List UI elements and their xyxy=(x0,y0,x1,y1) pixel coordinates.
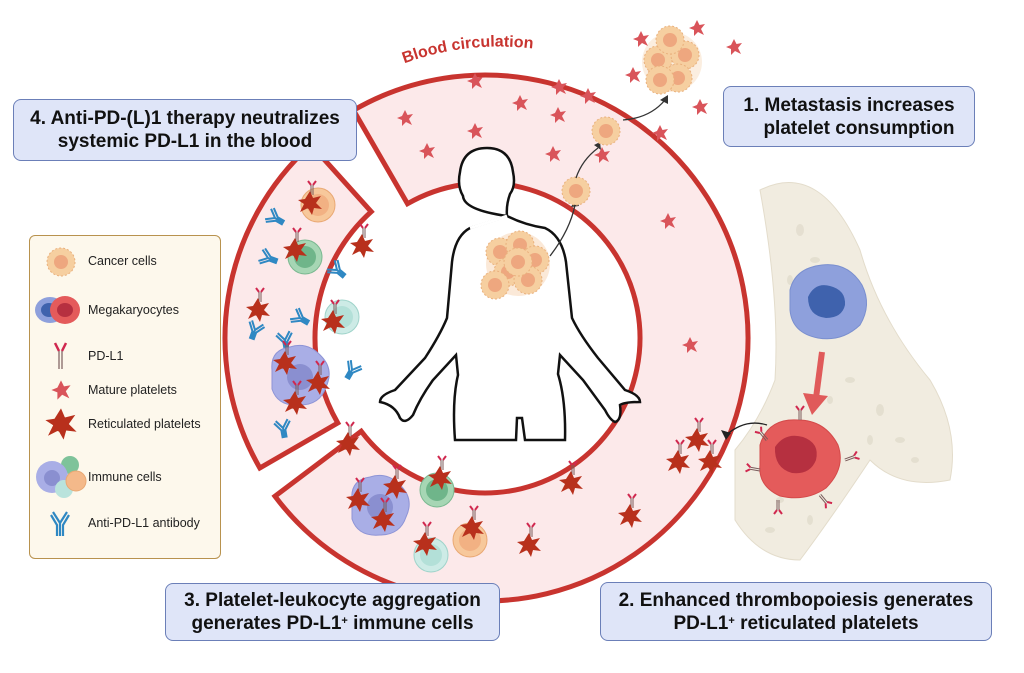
legend-label: Megakaryocytes xyxy=(88,303,180,317)
blood-circulation-ring xyxy=(222,72,751,604)
legend-item-mature-platelets: Mature platelets xyxy=(30,373,220,407)
mature-platelet-icon xyxy=(51,380,71,400)
step-1-line-2: platelet consumption xyxy=(763,117,955,139)
step-4-line-2: systemic PD-L1 in the blood xyxy=(57,131,313,152)
step-1-box: 1. Metastasis increases platelet consump… xyxy=(723,86,975,147)
step-2-pd-l1: PD-L1 xyxy=(673,612,729,634)
legend-item-immune-cells: Immune cells xyxy=(30,455,220,499)
legend-label: Cancer cells xyxy=(88,254,157,268)
differentiation-arrow xyxy=(803,351,828,415)
legend-item-anti-pd-l1-antibody: Anti-PD-L1 antibody xyxy=(30,506,220,540)
new-reticulated-platelets xyxy=(666,418,768,474)
step-3-line-2: immune cells xyxy=(353,613,474,634)
step-4-line-1: 4. Anti-PD-(L)1 therapy neutralizes xyxy=(30,108,340,129)
metastasis-path xyxy=(549,25,702,257)
legend-item-cancer-cells: Cancer cells xyxy=(30,244,220,278)
legend-item-pd-l1: PD-L1 xyxy=(30,339,220,373)
legend: Cancer cells Megakaryocytes PD-L1 Mature… xyxy=(29,235,221,559)
metastatic-cluster xyxy=(642,25,702,95)
legend-label: PD-L1 xyxy=(88,349,124,363)
primary-tumor xyxy=(480,230,550,300)
mature-megakaryocyte xyxy=(744,405,861,515)
reticulated-platelet-icon xyxy=(45,408,77,440)
step-2-line-2: reticulated platelets xyxy=(740,612,919,634)
legend-label: Mature platelets xyxy=(88,383,177,397)
step-3-line-1: 3. Platelet-leukocyte aggregation xyxy=(184,590,481,611)
pd-l1-icon xyxy=(53,342,68,369)
antibody-icon xyxy=(50,511,70,536)
legend-item-reticulated-platelets: Reticulated platelets xyxy=(30,407,220,441)
immune-cells-icon xyxy=(36,456,87,498)
bone-marrow xyxy=(734,182,953,561)
legend-item-megakaryocytes: Megakaryocytes xyxy=(30,293,220,327)
step-4-box: 4. Anti-PD-(L)1 therapy neutralizes syst… xyxy=(13,99,357,161)
immature-megakaryocyte xyxy=(789,264,867,340)
step-2-line-1: 2. Enhanced thrombopoiesis generates xyxy=(618,589,974,611)
step-3-superscript: + xyxy=(341,615,348,627)
megakaryocyte-icon xyxy=(35,296,80,324)
ring-title: Blood circulation xyxy=(400,34,534,68)
cancer-cell-icon xyxy=(46,247,76,277)
legend-label: Reticulated platelets xyxy=(88,417,201,431)
legend-label: Immune cells xyxy=(88,470,162,484)
step-2-superscript: + xyxy=(728,614,735,627)
step-2-box: 2. Enhanced thrombopoiesis generates PD-… xyxy=(600,582,992,641)
step-1-line-1: 1. Metastasis increases xyxy=(743,94,955,116)
step-3-box: 3. Platelet-leukocyte aggregation genera… xyxy=(165,583,500,641)
step-3-pd-l1: generates PD-L1 xyxy=(191,613,342,634)
legend-label: Anti-PD-L1 antibody xyxy=(88,516,200,530)
